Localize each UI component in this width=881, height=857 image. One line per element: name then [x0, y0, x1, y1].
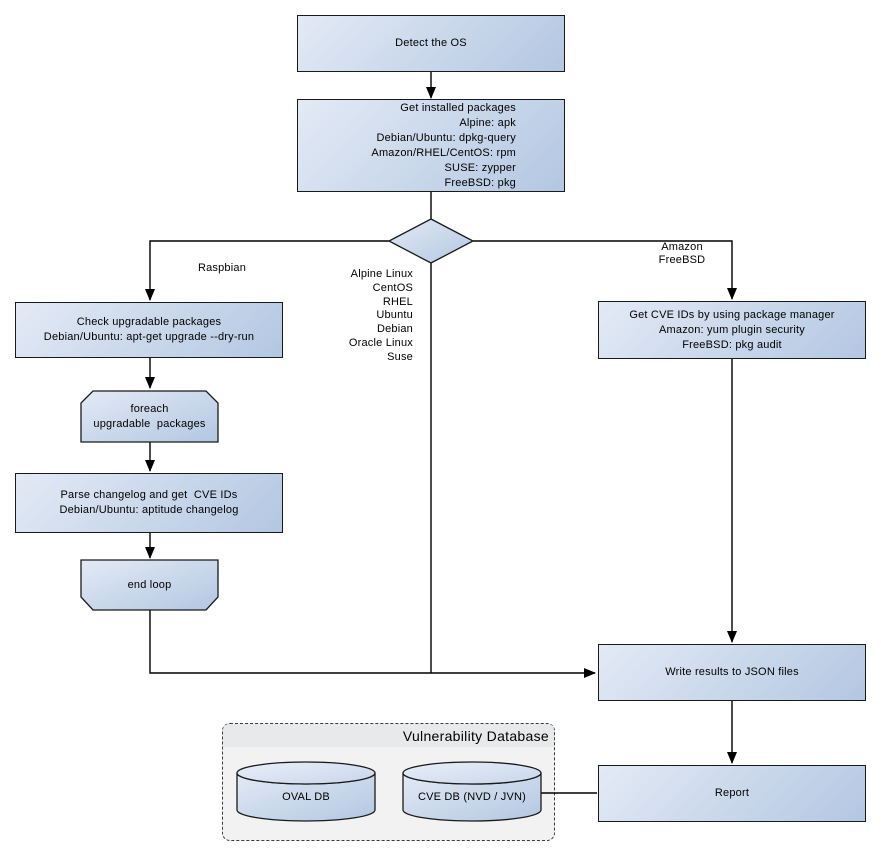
node-report: Report: [598, 765, 866, 822]
vulnerability-database-header: Vulnerability Database: [223, 724, 554, 747]
node-detect-os: Detect the OS: [297, 15, 565, 72]
node-get-installed-packages: Get installed packages Alpine: apk Debia…: [297, 99, 565, 192]
end-loop-label: end loop: [127, 578, 172, 591]
cve-db-cylinder-top: [402, 761, 542, 785]
oval-db-cylinder: [236, 761, 376, 822]
edge-endloop-to-write-results: [149, 610, 596, 678]
cve-db-cylinder: [402, 761, 542, 822]
edge-decision-to-getcve-amazon-freebsd: [473, 240, 737, 300]
edge-label-amazon-freebsd: Amazon FreeBSD: [658, 241, 706, 267]
vulnerability-database-title: Vulnerability Database: [402, 727, 549, 744]
edge-decision-to-check-raspbian: [145, 240, 392, 301]
node-check-upgradable-packages: Check upgradable packages Debian/Ubuntu:…: [15, 302, 283, 358]
cve-db-label: CVE DB (NVD / JVN): [417, 790, 527, 803]
node-write-results-json: Write results to JSON files: [598, 644, 866, 701]
node-get-cve-ids-package-manager: Get CVE IDs by using package manager Ama…: [598, 301, 866, 359]
end-loop-shape: [80, 559, 219, 611]
foreach-loop-shape: [80, 390, 219, 443]
foreach-loop-label: foreach upgradable packages: [93, 402, 206, 430]
edge-label-raspbian: Raspbian: [197, 262, 247, 274]
node-parse-changelog: Parse changelog and get CVE IDs Debian/U…: [15, 473, 283, 533]
edge-label-os-list: Alpine Linux CentOS RHEL Ubuntu Debian O…: [348, 268, 413, 363]
decision-diamond: [387, 218, 475, 264]
oval-db-label: OVAL DB: [282, 790, 330, 803]
oval-db-cylinder-top: [236, 761, 376, 785]
